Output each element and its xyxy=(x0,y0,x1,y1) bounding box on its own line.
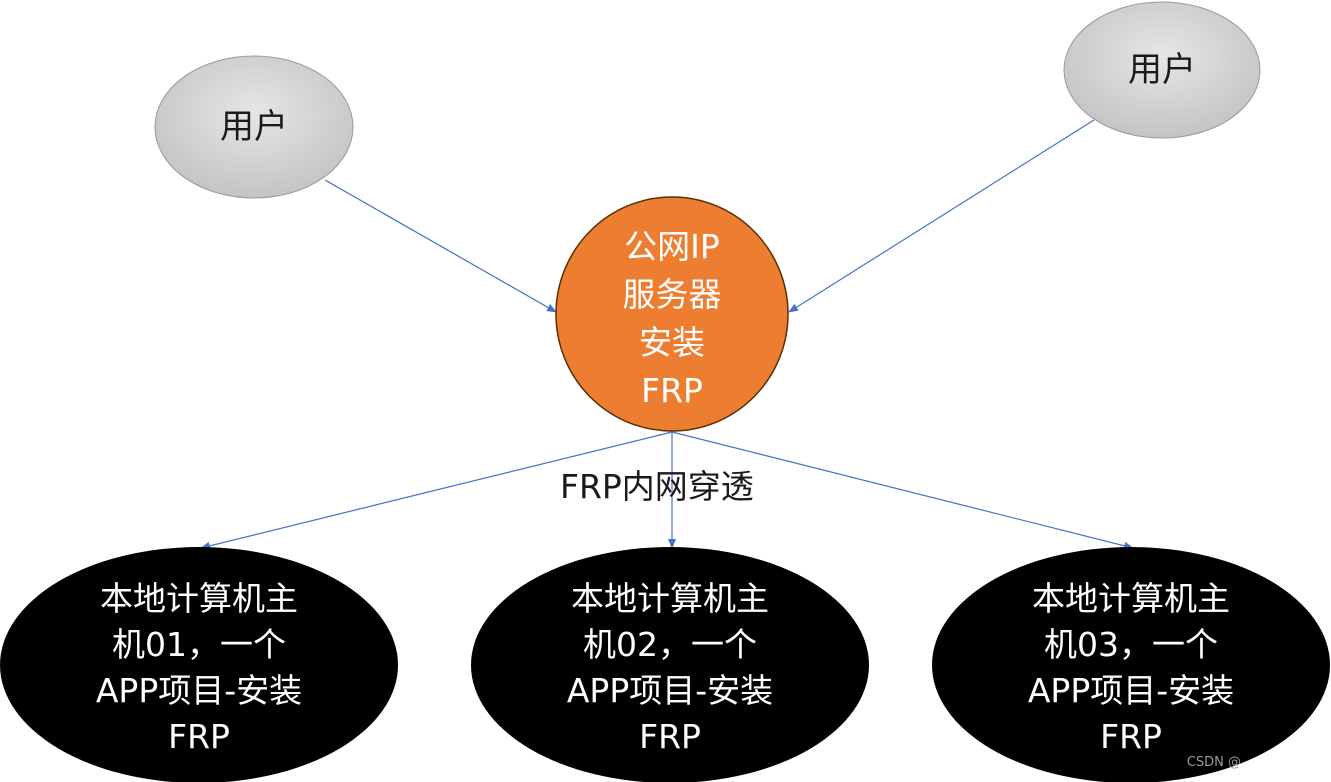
host-node-3 xyxy=(932,547,1330,782)
server-label: 公网IP 服务器 安装 FRP xyxy=(572,223,772,415)
server-label-line-1: 公网IP xyxy=(624,227,720,266)
host-node-2 xyxy=(471,547,869,782)
edge-label-frp-tunnel: FRP内网穿透 xyxy=(560,467,754,506)
host3-line-4: FRP xyxy=(1100,717,1162,756)
host3-line-1: 本地计算机主 xyxy=(1032,579,1230,618)
host2-line-4: FRP xyxy=(639,717,701,756)
host1-line-1: 本地计算机主 xyxy=(100,579,298,618)
user-node-2 xyxy=(1063,1,1261,139)
user-node-1 xyxy=(154,55,354,199)
host3-line-3: APP项目-安装 xyxy=(1027,671,1235,710)
host1-line-2: 机01，一个 xyxy=(112,625,286,664)
host2-line-2: 机02，一个 xyxy=(583,625,757,664)
watermark: CSDN @ xyxy=(1186,755,1241,770)
host-label-1: 本地计算机主 机01，一个 APP项目-安装 FRP xyxy=(49,576,349,760)
host-label-3: 本地计算机主 机03，一个 APP项目-安装 FRP xyxy=(981,576,1281,760)
arrow-server-to-host3 xyxy=(671,431,1134,550)
user-label-2: 用户 xyxy=(1128,50,1196,90)
host2-line-3: APP项目-安装 xyxy=(566,671,774,710)
host3-line-2: 机03，一个 xyxy=(1044,625,1218,664)
arrow-user1-to-server xyxy=(324,179,557,313)
host1-line-3: APP项目-安装 xyxy=(95,671,303,710)
user-label-1: 用户 xyxy=(220,107,288,147)
host-label-2: 本地计算机主 机02，一个 APP项目-安装 FRP xyxy=(520,576,820,760)
server-node xyxy=(555,196,789,432)
host1-line-4: FRP xyxy=(168,717,230,756)
server-label-line-3: 安装 xyxy=(639,323,705,362)
host2-line-1: 本地计算机主 xyxy=(571,579,769,618)
host-node-1 xyxy=(0,547,398,782)
server-label-line-2: 服务器 xyxy=(622,275,722,314)
arrow-user2-to-server xyxy=(788,119,1095,313)
arrow-server-to-host1 xyxy=(200,431,673,550)
server-label-line-4: FRP xyxy=(641,371,703,410)
